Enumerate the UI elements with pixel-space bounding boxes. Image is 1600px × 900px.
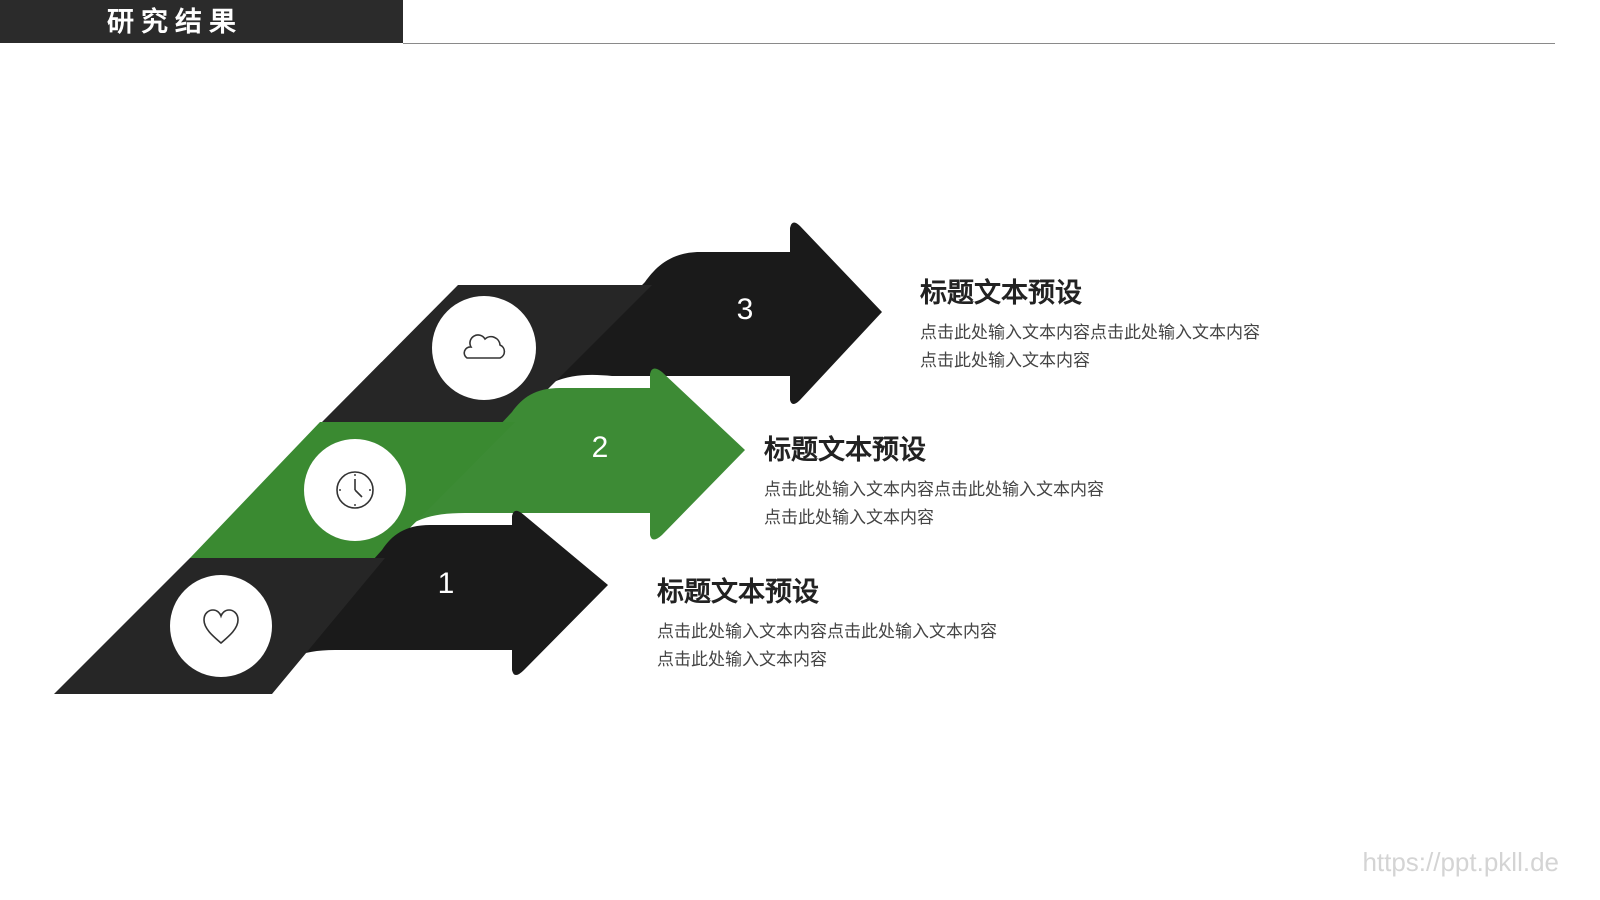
step-1-number: 1 [437, 567, 455, 600]
step-2-description: 点击此处输入文本内容点击此处输入文本内容 点击此处输入文本内容 [764, 476, 1184, 532]
step-3-desc-line2: 点击此处输入文本内容 [920, 351, 1090, 371]
arrow-2-body [392, 368, 745, 540]
clock-icon [336, 471, 374, 509]
step-2-badge [304, 439, 406, 541]
step-3-description: 点击此处输入文本内容点击此处输入文本内容 点击此处输入文本内容 [920, 319, 1340, 375]
step-3-desc-line1: 点击此处输入文本内容点击此处输入文本内容 [920, 323, 1260, 343]
step-3-text: 标题文本预设 点击此处输入文本内容点击此处输入文本内容 点击此处输入文本内容 [920, 277, 1340, 375]
step-2-desc-line1: 点击此处输入文本内容点击此处输入文本内容 [764, 480, 1104, 500]
step-3-badge [432, 296, 536, 400]
step-1-text: 标题文本预设 点击此处输入文本内容点击此处输入文本内容 点击此处输入文本内容 [657, 576, 1077, 674]
step-3-number: 3 [736, 293, 754, 326]
step-1-description: 点击此处输入文本内容点击此处输入文本内容 点击此处输入文本内容 [657, 618, 1077, 674]
page-title: 研究结果 [107, 7, 243, 38]
header-divider [403, 43, 1555, 44]
step-2-desc-line2: 点击此处输入文本内容 [764, 508, 934, 528]
header-bar: 研究结果 [0, 0, 403, 43]
step-2-number: 2 [591, 431, 609, 464]
heart-icon [203, 609, 239, 645]
arrow-1-body [265, 510, 608, 680]
step-1-badge [170, 575, 272, 677]
step-1-desc-line2: 点击此处输入文本内容 [657, 650, 827, 670]
step-2-title: 标题文本预设 [764, 435, 926, 466]
step-1-title: 标题文本预设 [657, 577, 819, 608]
step-1-desc-line1: 点击此处输入文本内容点击此处输入文本内容 [657, 622, 997, 642]
arrow-3-body [540, 222, 882, 404]
step-2-text: 标题文本预设 点击此处输入文本内容点击此处输入文本内容 点击此处输入文本内容 [764, 434, 1184, 532]
watermark-url: https://ppt.pkll.de [1362, 847, 1559, 877]
step-3-title: 标题文本预设 [920, 278, 1082, 309]
cloud-icon [463, 334, 506, 359]
